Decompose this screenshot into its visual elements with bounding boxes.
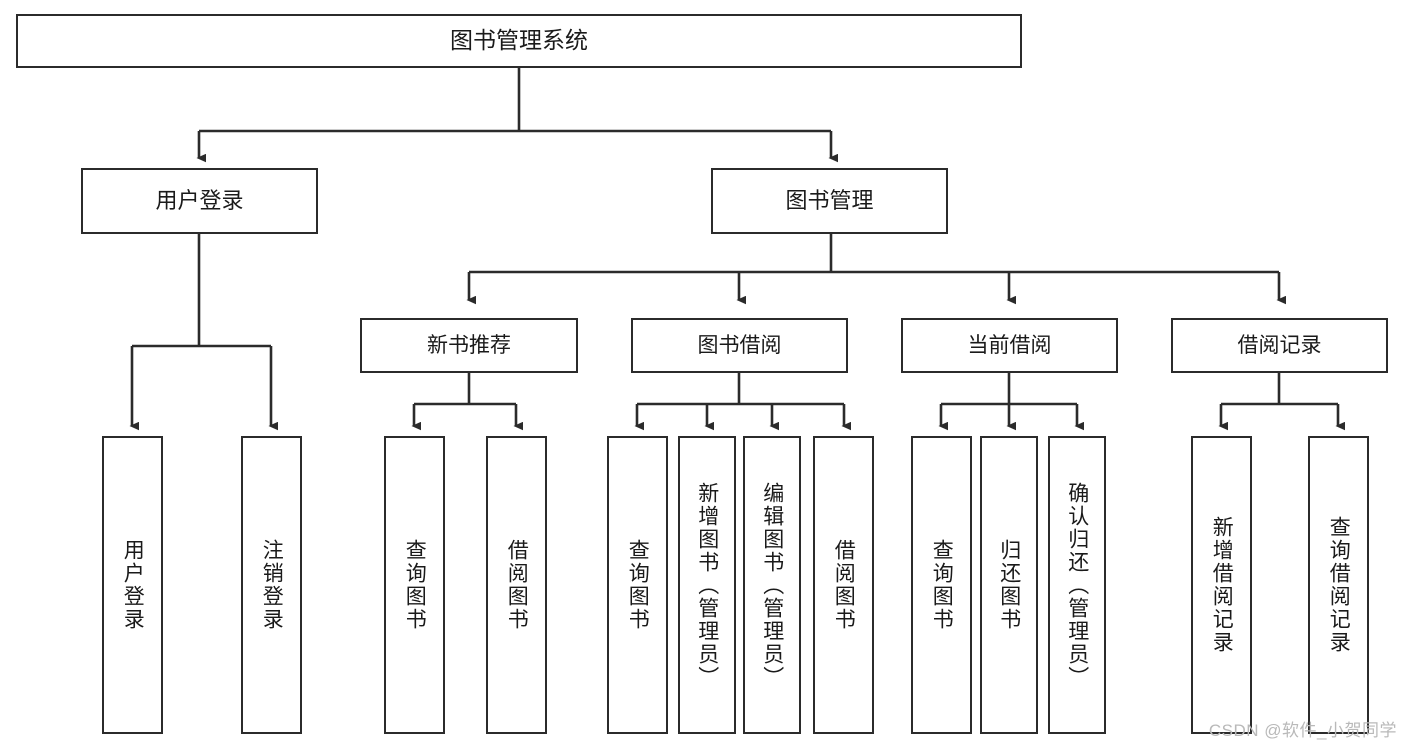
node-label: 借阅图书 — [832, 539, 856, 631]
leaf-current-return-book[interactable]: 归还图书 — [980, 436, 1038, 734]
node-label: 归还图书 — [997, 539, 1021, 631]
leaf-borrow-query-book[interactable]: 查询图书 — [607, 436, 668, 734]
node-label: 用户登录 — [155, 187, 244, 213]
node-label: 编辑图书（管理员） — [760, 481, 784, 689]
node-user-login[interactable]: 用户登录 — [81, 168, 318, 234]
leaf-borrow-edit-book-admin[interactable]: 编辑图书（管理员） — [743, 436, 801, 734]
leaf-borrow-borrow-book[interactable]: 借阅图书 — [813, 436, 874, 734]
leaf-user-login[interactable]: 用户登录 — [102, 436, 163, 734]
node-borrow-record[interactable]: 借阅记录 — [1171, 318, 1388, 373]
leaf-current-confirm-return-admin[interactable]: 确认归还（管理员） — [1048, 436, 1106, 734]
node-label: 确认归还（管理员） — [1065, 481, 1089, 689]
node-label: 用户登录 — [121, 539, 145, 631]
node-label: 图书管理系统 — [450, 27, 588, 54]
node-label: 当前借阅 — [967, 333, 1052, 357]
leaf-record-add-record[interactable]: 新增借阅记录 — [1191, 436, 1252, 734]
node-label: 借阅图书 — [505, 539, 529, 631]
node-root-system[interactable]: 图书管理系统 — [16, 14, 1022, 68]
node-label: 注销登录 — [260, 539, 284, 631]
node-label: 查询图书 — [626, 539, 650, 631]
node-label: 新增借阅记录 — [1210, 516, 1234, 654]
node-label: 查询图书 — [403, 539, 427, 631]
node-new-book-recommend[interactable]: 新书推荐 — [360, 318, 578, 373]
node-current-borrow[interactable]: 当前借阅 — [901, 318, 1118, 373]
node-label: 新书推荐 — [427, 333, 511, 357]
node-label: 新增图书（管理员） — [695, 481, 719, 689]
node-book-management[interactable]: 图书管理 — [711, 168, 948, 234]
node-label: 查询图书 — [930, 539, 954, 631]
leaf-recommend-query-book[interactable]: 查询图书 — [384, 436, 445, 734]
node-book-borrow[interactable]: 图书借阅 — [631, 318, 848, 373]
watermark-text: CSDN @软件_小贺同学 — [1208, 721, 1397, 740]
node-label: 借阅记录 — [1237, 333, 1322, 357]
leaf-current-query-book[interactable]: 查询图书 — [911, 436, 972, 734]
leaf-borrow-add-book-admin[interactable]: 新增图书（管理员） — [678, 436, 736, 734]
leaf-record-query-record[interactable]: 查询借阅记录 — [1308, 436, 1369, 734]
node-label: 图书管理 — [785, 187, 874, 213]
node-label: 查询借阅记录 — [1327, 516, 1351, 654]
node-label: 图书借阅 — [697, 333, 782, 357]
leaf-recommend-borrow-book[interactable]: 借阅图书 — [486, 436, 547, 734]
leaf-user-logout[interactable]: 注销登录 — [241, 436, 302, 734]
